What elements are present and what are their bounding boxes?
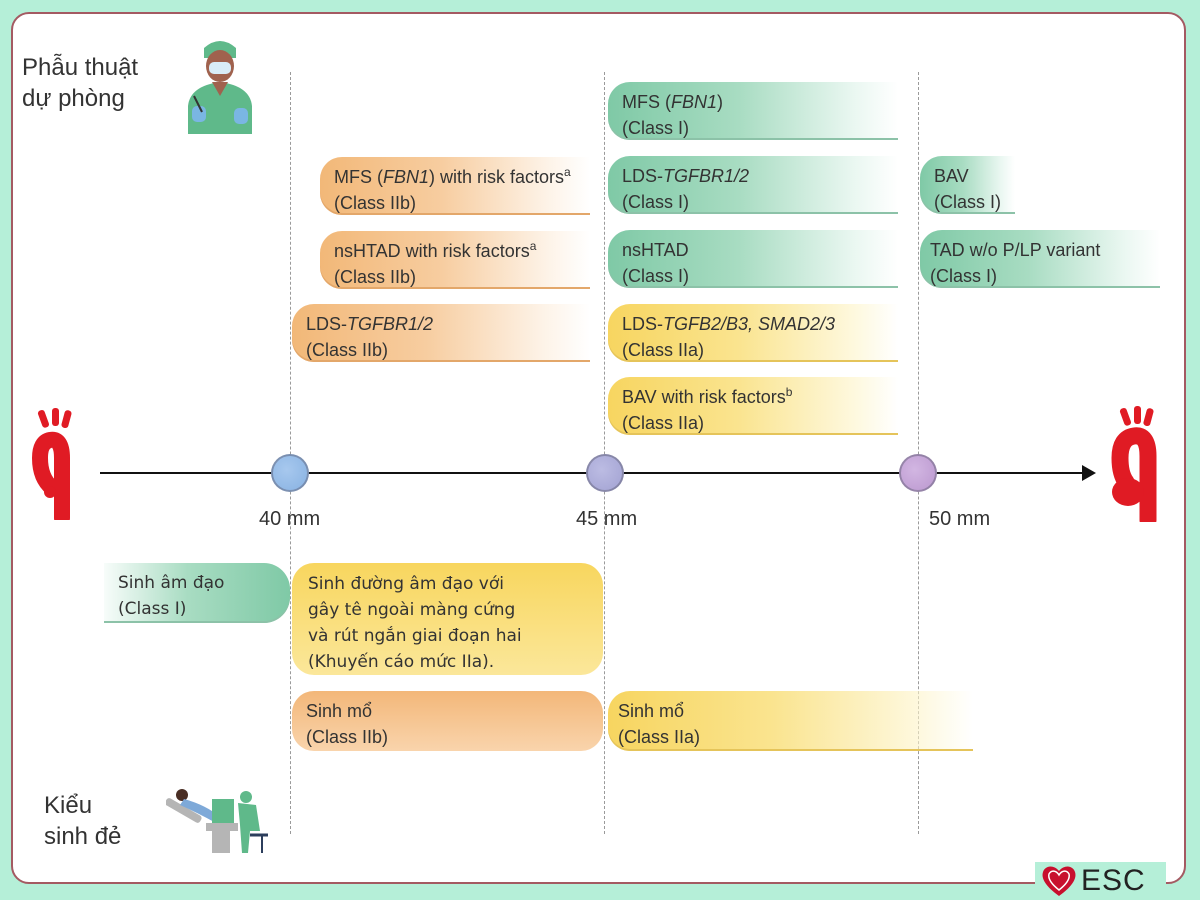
surgery-lds-tgfbr-40: LDS-TGFBR1/2 (Class IIb) bbox=[292, 304, 590, 362]
surgery-tad-50: TAD w/o P/LP variant (Class I) bbox=[920, 230, 1160, 288]
surgery-bav-risk-45: BAV with risk factorsb (Class IIa) bbox=[608, 377, 898, 435]
esc-logo: ESC bbox=[1035, 862, 1166, 900]
surgery-mfs-risk-40: MFS (FBN1) with risk factorsa (Class IIb… bbox=[320, 157, 590, 215]
delivery-vaginal: Sinh âm đạo (Class I) bbox=[104, 563, 290, 623]
threshold-label-50: 50 mm bbox=[929, 508, 991, 530]
delivery-cesarean-40: Sinh mổ (Class IIb) bbox=[292, 691, 603, 751]
threshold-line-45 bbox=[604, 72, 605, 834]
surgery-mfs-45: MFS (FBN1) (Class I) bbox=[608, 82, 898, 140]
diagram-frame bbox=[11, 12, 1186, 884]
threshold-node-50 bbox=[899, 454, 937, 492]
threshold-label-40: 40 mm bbox=[259, 508, 321, 530]
surgeon-icon bbox=[188, 41, 252, 134]
surgery-nshtad-45: nsHTAD (Class I) bbox=[608, 230, 898, 288]
threshold-node-45 bbox=[586, 454, 624, 492]
threshold-label-45: 45 mm bbox=[576, 508, 638, 530]
delivery-mode-title: Kiểu sinh đẻ bbox=[44, 792, 122, 850]
threshold-line-50 bbox=[918, 72, 919, 834]
surgery-lds-tgfb2-45: LDS-TGFB2/B3, SMAD2/3 (Class IIa) bbox=[608, 304, 898, 362]
aorta-normal-icon bbox=[31, 408, 72, 520]
axis-arrow-icon bbox=[1082, 465, 1096, 481]
threshold-node-40 bbox=[271, 454, 309, 492]
surgery-bav-50: BAV (Class I) bbox=[920, 156, 1015, 214]
childbirth-icon bbox=[166, 789, 268, 853]
preventive-surgery-title: Phẫu thuật dự phòng bbox=[22, 54, 139, 112]
surgery-lds-tgfbr-45: LDS-TGFBR1/2 (Class I) bbox=[608, 156, 898, 214]
delivery-cesarean-45: Sinh mổ (Class IIa) bbox=[608, 691, 973, 751]
threshold-line-40 bbox=[290, 72, 291, 834]
aorta-dilated-icon bbox=[1111, 406, 1157, 522]
delivery-vaginal-epidural: Sinh đường âm đạo với gây tê ngoài màng … bbox=[292, 563, 603, 675]
esc-logo-text: ESC bbox=[1081, 864, 1146, 897]
surgery-nshtad-risk-40: nsHTAD with risk factorsa (Class IIb) bbox=[320, 231, 590, 289]
heart-icon bbox=[1042, 866, 1076, 896]
